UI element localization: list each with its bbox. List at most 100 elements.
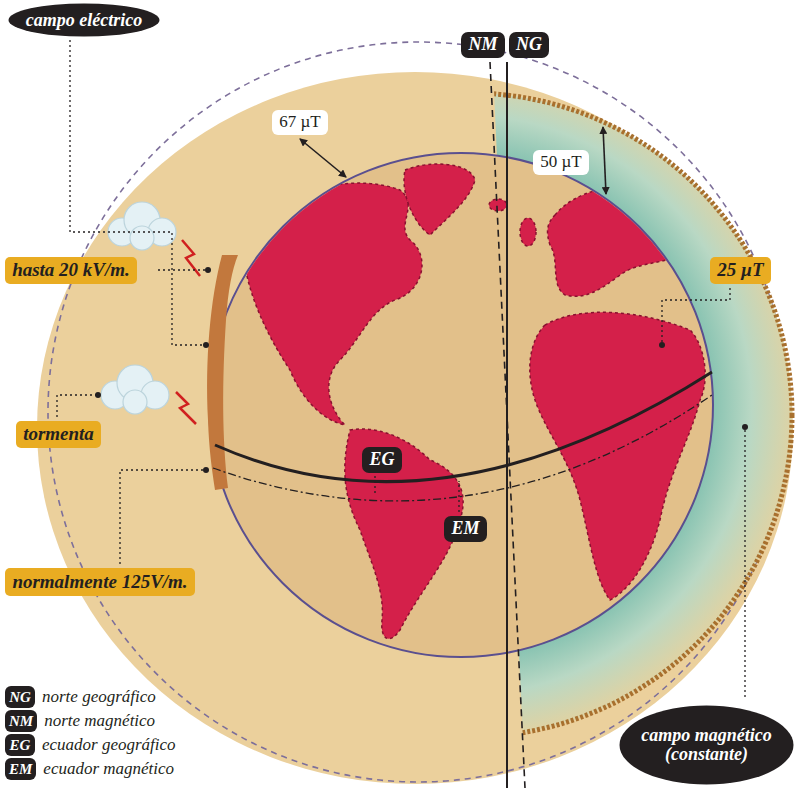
leader-dots — [95, 267, 748, 473]
leader-line — [458, 481, 459, 512]
continents — [245, 164, 706, 639]
callout-ellipse: campo magnético (constante) — [619, 705, 794, 785]
text-holder: EG — [369, 450, 394, 470]
field-arrows — [300, 127, 606, 194]
equator-badge: EG — [362, 447, 402, 473]
legend-row: NG norte geográfico — [5, 686, 156, 708]
leader-line — [158, 269, 206, 270]
cloud — [130, 226, 154, 250]
field-arrow — [603, 127, 606, 194]
text-holder: 50 µT — [540, 153, 581, 172]
ellipse-shape — [620, 706, 794, 785]
leader-dot — [205, 267, 211, 273]
leader-line — [374, 476, 375, 496]
atmosphere — [37, 42, 793, 784]
text-holder: hasta 20 kV/m. — [12, 260, 130, 281]
text-holder: tormenta — [23, 424, 94, 445]
node-text: NM — [468, 35, 497, 55]
field-arrow — [300, 139, 346, 177]
node-text: EM — [451, 519, 479, 539]
island — [520, 218, 536, 246]
callout-label: normalmente 125V/m. — [5, 568, 195, 596]
text-holder: 67 µT — [279, 113, 320, 132]
lightning-bolt — [176, 392, 196, 424]
legend-row: EM ecuador magnético — [5, 758, 174, 780]
legend-row: NM norte magnético — [5, 710, 155, 732]
leader-dot — [203, 467, 209, 473]
text-holder: 25 µT — [717, 260, 763, 281]
atmosphere-ground — [37, 72, 793, 784]
geographic-equator — [213, 395, 712, 501]
node-text: campo eléctrico — [26, 11, 142, 30]
legend-swatch: NG — [5, 686, 35, 708]
legend-swatch: NM — [5, 710, 37, 732]
leader-dot — [95, 392, 101, 398]
magnetic-axis — [490, 62, 525, 788]
field-value: 25 µT — [710, 257, 771, 284]
lightning — [176, 240, 200, 424]
leader-lines — [57, 40, 745, 700]
legend-text: ecuador geográfico — [42, 735, 176, 755]
legend-text: norte magnético — [44, 711, 155, 731]
axes-and-equators — [213, 62, 712, 788]
node-text: tormenta — [23, 424, 94, 445]
magnetic-field-band — [148, 93, 792, 737]
leader-line — [744, 430, 745, 700]
ellipse-shape — [9, 4, 160, 37]
text-holder: campo magnético (constante) — [634, 726, 779, 764]
abbreviation: NM — [9, 713, 33, 730]
legend-text: norte geográfico — [42, 687, 156, 707]
callout-label: tormenta — [16, 421, 101, 448]
north-america — [245, 183, 422, 425]
callout-label: hasta 20 kV/m. — [5, 257, 137, 284]
earth — [207, 153, 713, 657]
storm-layer — [207, 255, 238, 490]
clouds — [101, 202, 176, 414]
abbreviation: NG — [9, 689, 31, 706]
legend-swatch: EM — [5, 758, 36, 780]
pole-badge: NG — [509, 32, 549, 58]
text-holder: EM — [451, 519, 479, 539]
leader-line — [120, 470, 204, 564]
cloud — [123, 390, 147, 414]
node-text: campo magnético (constante) — [634, 726, 779, 764]
field-value: 50 µT — [533, 150, 589, 175]
leader-line — [70, 40, 204, 345]
leader-line — [57, 395, 96, 417]
field-edge — [148, 93, 792, 737]
text-holder: campo eléctrico — [26, 11, 142, 30]
equator-badge: EM — [444, 516, 487, 542]
magnetic-equator — [215, 372, 712, 482]
leader-dot — [659, 342, 665, 348]
node-text: 67 µT — [279, 113, 320, 132]
node-text: 50 µT — [540, 153, 581, 172]
abbreviation: EM — [9, 761, 32, 778]
callout-ellipse: campo eléctrico — [8, 3, 160, 37]
text-holder: NG — [516, 35, 542, 55]
legend-swatch: EG — [5, 734, 35, 756]
node-text: EG — [369, 450, 394, 470]
pole-badge: NM — [461, 32, 505, 58]
leader-dot — [203, 342, 209, 348]
legend-text: ecuador magnético — [43, 759, 174, 779]
europe — [548, 186, 694, 296]
node-text: hasta 20 kV/m. — [12, 260, 130, 281]
text-holder: normalmente 125V/m. — [12, 572, 187, 593]
text-holder: NM — [468, 35, 497, 55]
field-value: 67 µT — [272, 110, 328, 135]
leader-line — [662, 288, 730, 342]
island — [489, 199, 507, 211]
node-text: 25 µT — [717, 260, 763, 281]
africa — [530, 312, 705, 600]
node-text: normalmente 125V/m. — [12, 572, 187, 593]
abbreviation: EG — [10, 737, 31, 754]
node-text: NG — [516, 35, 542, 55]
field-boundary — [48, 42, 788, 782]
field-band — [148, 93, 792, 737]
leader-dot — [742, 424, 748, 430]
legend-row: EG ecuador geográfico — [5, 734, 176, 756]
earth-globe — [209, 153, 713, 657]
greenland — [404, 164, 475, 235]
